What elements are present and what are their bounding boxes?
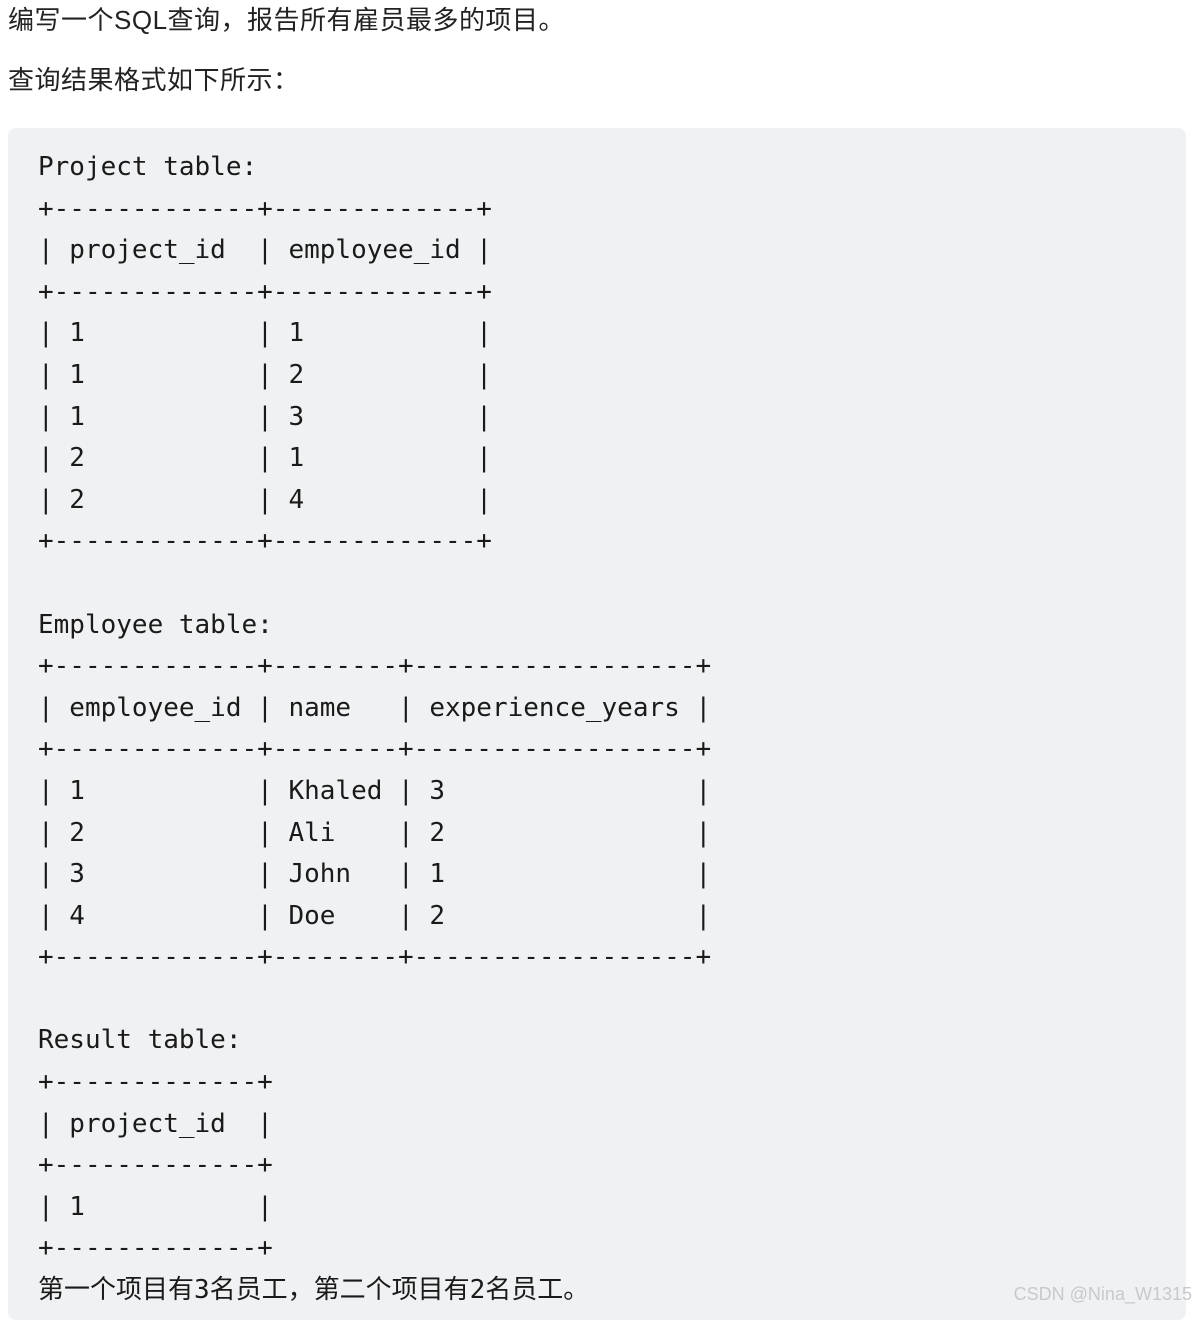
code-block: Project table: +-------------+----------…: [8, 128, 1186, 1320]
problem-statement: 编写一个SQL查询，报告所有雇员最多的项目。: [8, 5, 566, 35]
watermark: CSDN @Nina_W1315: [1013, 1284, 1192, 1304]
article-content: 编写一个SQL查询，报告所有雇员最多的项目。 查询结果格式如下所示： Proje…: [0, 3, 1196, 1320]
problem-description: 编写一个SQL查询，报告所有雇员最多的项目。 查询结果格式如下所示：: [8, 3, 1186, 97]
article-page: { "intro": { "line1": "编写一个SQL查询，报告所有雇员最…: [0, 3, 1196, 1320]
result-format-label: 查询结果格式如下所示：: [8, 65, 300, 95]
